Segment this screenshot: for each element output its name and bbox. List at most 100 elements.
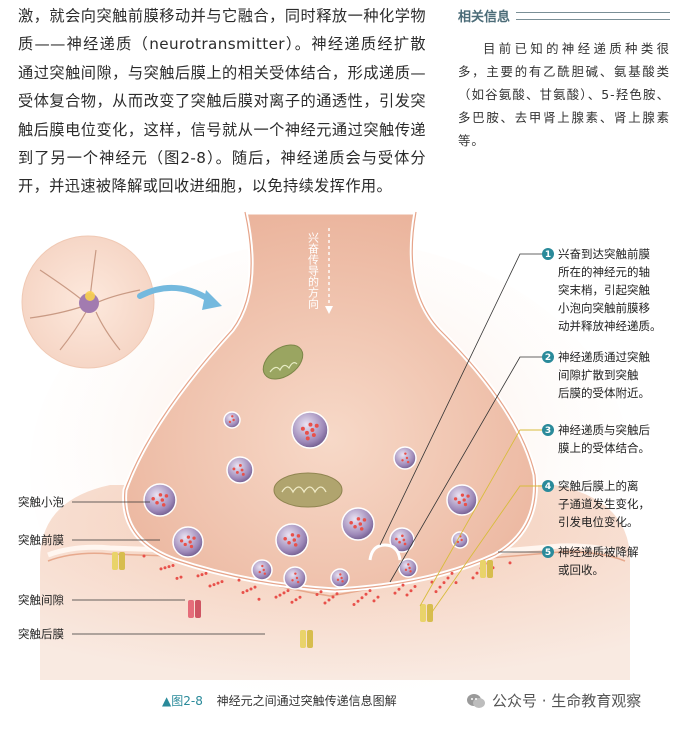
neurotransmitter-dot [294, 598, 298, 602]
leader-ann-1 [379, 253, 542, 546]
neurotransmitter-dot [323, 601, 327, 605]
neurotransmitter-dot [397, 587, 401, 591]
annotation-number: 3 [545, 426, 551, 436]
main-paragraph: 激，就会向突触前膜移动并与它融合，同时释放一种化学物质——神经递质（neurot… [18, 2, 426, 201]
related-info-title: 相关信息 [458, 10, 511, 25]
inset-neuron [21, 235, 155, 369]
neurotransmitter-dot [405, 593, 409, 597]
direction-label: 兴奋传导的方向 [307, 232, 320, 309]
neurotransmitter-dot [167, 565, 171, 569]
annotation-text-line: 突末梢，引起突触 [558, 283, 650, 297]
synaptic-vesicle [330, 568, 350, 588]
annotation-text-line: 后膜的受体附近。 [558, 386, 650, 400]
annotation-badge [542, 248, 554, 260]
annotation-badge [542, 424, 554, 436]
synaptic-vesicle [143, 483, 177, 517]
neurotransmitter-dot [372, 599, 376, 603]
neurotransmitter-dot [434, 590, 438, 594]
neurotransmitter-dot [241, 590, 245, 594]
neurotransmitter-dot [204, 571, 208, 575]
neurotransmitter-dot [278, 593, 282, 597]
neurotransmitter-dot [212, 583, 216, 587]
neurotransmitter-dot [446, 576, 450, 580]
neurotransmitter-dot [327, 598, 331, 602]
synaptic-vesicle [283, 566, 307, 590]
neurotransmitter-dot [274, 595, 278, 599]
label-presynaptic: 突触前膜 [18, 533, 64, 547]
neurotransmitter-dot [376, 595, 380, 599]
neurotransmitter-dot [471, 576, 475, 580]
receptor-yellow-left [112, 552, 125, 570]
synaptic-vesicle [291, 411, 329, 449]
annotation-number: 2 [545, 353, 551, 363]
neurotransmitter-dot [175, 576, 179, 580]
leader-ann-4 [431, 485, 542, 613]
mitochondrion-upper [262, 344, 304, 380]
annotation-badge [542, 546, 554, 558]
neurotransmitter-dot [450, 571, 454, 575]
annotation-badge [542, 480, 554, 492]
neurotransmitter-dot [413, 584, 417, 588]
annotation-text-line: 小泡向突触前膜移 [558, 301, 650, 315]
synapse-figure: 兴奋传导的方向 突触小泡 突触前膜 突触间隙 突触后膜 [18, 209, 662, 692]
synaptic-vesicle [251, 559, 273, 581]
neurotransmitter-dot [200, 573, 204, 577]
wechat-icon [466, 693, 486, 709]
caption-text: 神经元之间通过突触传递信息图解 [216, 694, 397, 708]
body-text: 激，就会向突触前膜移动并与它融合，同时释放一种化学物质——神经递质（neurot… [18, 7, 426, 196]
zoom-arrow [137, 284, 213, 303]
neurotransmitter-dot [171, 563, 175, 567]
neurotransmitter-dot [454, 581, 458, 585]
figure-caption: ▲图2-8 神经元之间通过突触传递信息图解 [162, 692, 397, 709]
annotation-badge [542, 351, 554, 363]
synaptic-vesicle [226, 456, 254, 484]
related-info-header: 相关信息 [458, 6, 670, 25]
synaptic-vesicle [172, 526, 204, 558]
watermark: 公众号 · 生命教育观察 [466, 690, 641, 711]
neurotransmitter-dot [237, 578, 241, 582]
annotation-number: 1 [545, 250, 551, 260]
neurotransmitter-dot [393, 591, 397, 595]
leader-ann-2 [389, 356, 542, 583]
annotation-text-line: 动并释放神经递质。 [558, 319, 662, 333]
synaptic-vesicle [393, 446, 417, 470]
neurotransmitter-dot [475, 571, 479, 575]
mitochondrion-lower [273, 472, 343, 508]
label-cleft: 突触间隙 [18, 593, 64, 607]
receptor-red [188, 600, 201, 618]
neurotransmitter-dot [298, 595, 302, 599]
receptor-yellow-mid-left [300, 630, 313, 648]
related-info-body: 目前已知的神经递质种类很多，主要的有乙酰胆碱、氨基酸类（如谷氨酸、甘氨酸）、5-… [458, 41, 670, 148]
direction-arrow-head [325, 306, 333, 314]
annotation-text-line: 所在的神经元的轴 [558, 265, 650, 279]
annotation-text-line: 膜上的受体结合。 [558, 441, 650, 455]
neurotransmitter-dot [142, 554, 146, 558]
synaptic-vesicle [398, 558, 418, 578]
neurotransmitter-dot [315, 593, 319, 597]
neurotransmitter-dot [442, 581, 446, 585]
neurotransmitter-dot [216, 581, 220, 585]
neurotransmitter-dot [409, 589, 413, 593]
neurotransmitter-dot [220, 580, 224, 584]
neurotransmitter-dot [179, 575, 183, 579]
vesicle-group [143, 411, 478, 590]
leader-ann-3 [419, 429, 542, 607]
neurotransmitter-dots [142, 554, 512, 607]
annotation-text-line: 引发电位变化。 [558, 515, 639, 529]
annotation-text-line: 间隙扩散到突触 [558, 368, 639, 382]
synaptic-vesicle [223, 411, 241, 429]
neurotransmitter-dot [331, 595, 335, 599]
annotation-text-line: 神经递质通过突触 [558, 350, 650, 364]
annotation-text-line: 或回收。 [558, 563, 604, 577]
annotation-text-line: 神经递质与突触后 [558, 423, 650, 437]
caption-number: ▲图2-8 [162, 694, 203, 708]
synaptic-vesicle [275, 523, 309, 557]
annotation-text-line: 神经递质被降解 [558, 545, 639, 559]
neurotransmitter-dot [286, 589, 290, 593]
annotation-number: 5 [545, 548, 551, 558]
neurotransmitter-dot [196, 574, 200, 578]
